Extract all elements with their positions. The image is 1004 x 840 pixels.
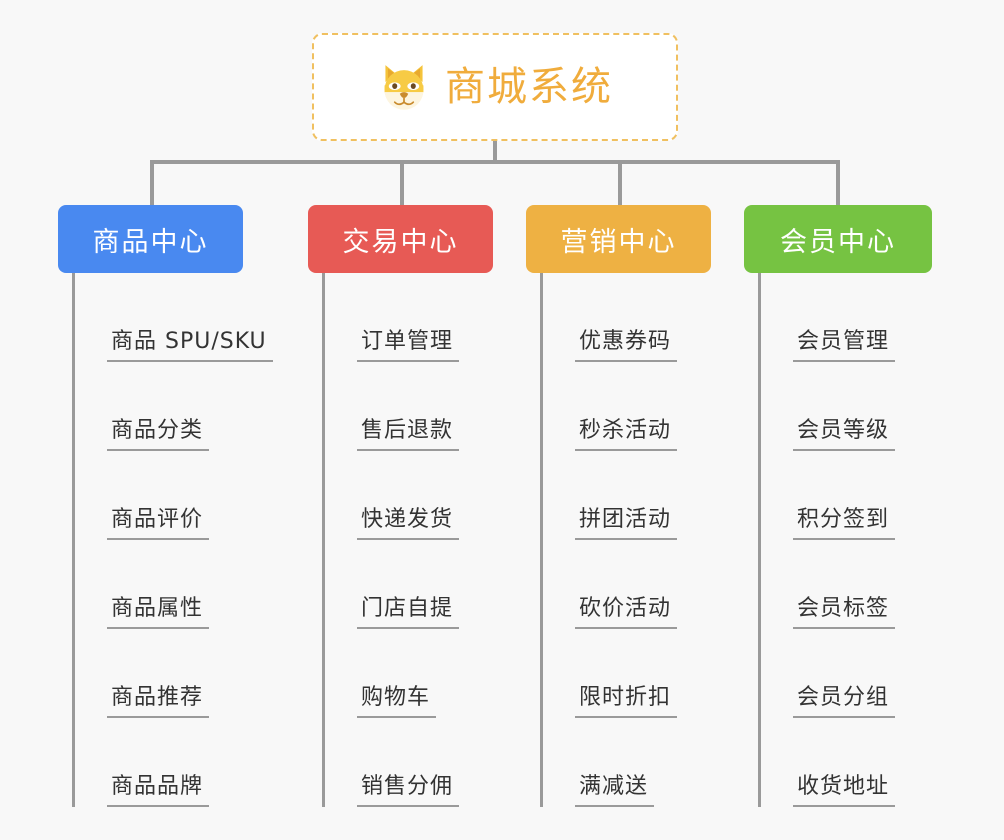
list-item[interactable]: 商品推荐 — [75, 629, 278, 718]
leaf-list-3: 优惠券码 秒杀活动 拼团活动 砍价活动 限时折扣 满减送 — [540, 273, 746, 807]
category-header-4[interactable]: 会员中心 — [744, 205, 932, 273]
leaf-label: 快递发货 — [357, 507, 460, 540]
leaf-label: 满减送 — [575, 774, 655, 807]
list-item[interactable]: 会员管理 — [761, 273, 964, 362]
leaf-label: 拼团活动 — [575, 507, 678, 540]
list-item[interactable]: 积分签到 — [761, 451, 964, 540]
list-item[interactable]: 购物车 — [325, 629, 528, 718]
list-item[interactable]: 会员等级 — [761, 362, 964, 451]
list-item[interactable]: 优惠券码 — [543, 273, 746, 362]
leaf-label: 优惠券码 — [575, 329, 678, 362]
list-item[interactable]: 砍价活动 — [543, 540, 746, 629]
connector-root-stem — [493, 141, 497, 163]
category-label-3: 营销中心 — [560, 226, 677, 258]
category-header-2[interactable]: 交易中心 — [308, 205, 493, 273]
root-title: 商城系统 — [445, 64, 613, 110]
list-item[interactable]: 拼团活动 — [543, 451, 746, 540]
list-item[interactable]: 商品品牌 — [75, 718, 278, 807]
connector-horizontal-bus — [150, 160, 840, 164]
leaf-label: 砍价活动 — [575, 596, 678, 629]
connector-drop-4 — [836, 160, 840, 205]
leaf-label: 销售分佣 — [357, 774, 460, 807]
leaf-label: 商品分类 — [107, 418, 210, 451]
leaf-label: 售后退款 — [357, 418, 460, 451]
list-item[interactable]: 秒杀活动 — [543, 362, 746, 451]
category-column-1: 商品中心 商品 SPU/SKU 商品分类 商品评价 商品属性 商品推荐 商品品牌 — [58, 205, 278, 807]
leaf-label: 购物车 — [357, 685, 437, 718]
leaf-label: 收货地址 — [793, 774, 896, 807]
leaf-label: 商品评价 — [107, 507, 210, 540]
category-label-4: 会员中心 — [780, 226, 896, 258]
leaf-list-1: 商品 SPU/SKU 商品分类 商品评价 商品属性 商品推荐 商品品牌 — [72, 273, 278, 807]
category-header-3[interactable]: 营销中心 — [526, 205, 711, 273]
list-item[interactable]: 商品属性 — [75, 540, 278, 629]
list-item[interactable]: 门店自提 — [325, 540, 528, 629]
leaf-label: 会员标签 — [793, 596, 896, 629]
list-item[interactable]: 会员标签 — [761, 540, 964, 629]
list-item[interactable]: 商品评价 — [75, 451, 278, 540]
category-label-1: 商品中心 — [92, 226, 209, 258]
leaf-list-4: 会员管理 会员等级 积分签到 会员标签 会员分组 收货地址 — [758, 273, 964, 807]
leaf-label: 秒杀活动 — [575, 418, 678, 451]
list-item[interactable]: 商品分类 — [75, 362, 278, 451]
category-header-1[interactable]: 商品中心 — [58, 205, 243, 273]
list-item[interactable]: 销售分佣 — [325, 718, 528, 807]
leaf-label: 商品 SPU/SKU — [107, 329, 273, 362]
list-item[interactable]: 售后退款 — [325, 362, 528, 451]
leaf-label: 限时折扣 — [575, 685, 678, 718]
category-label-2: 交易中心 — [342, 226, 459, 258]
category-column-2: 交易中心 订单管理 售后退款 快递发货 门店自提 购物车 销售分佣 — [308, 205, 528, 807]
connector-drop-1 — [150, 160, 154, 205]
list-item[interactable]: 收货地址 — [761, 718, 964, 807]
list-item[interactable]: 订单管理 — [325, 273, 528, 362]
category-column-3: 营销中心 优惠券码 秒杀活动 拼团活动 砍价活动 限时折扣 满减送 — [526, 205, 746, 807]
list-item[interactable]: 快递发货 — [325, 451, 528, 540]
leaf-label: 积分签到 — [793, 507, 896, 540]
list-item[interactable]: 会员分组 — [761, 629, 964, 718]
leaf-label: 门店自提 — [357, 596, 460, 629]
category-column-4: 会员中心 会员管理 会员等级 积分签到 会员标签 会员分组 收货地址 — [744, 205, 964, 807]
list-item[interactable]: 满减送 — [543, 718, 746, 807]
leaf-label: 商品品牌 — [107, 774, 210, 807]
leaf-list-2: 订单管理 售后退款 快递发货 门店自提 购物车 销售分佣 — [322, 273, 528, 807]
leaf-label: 会员等级 — [793, 418, 896, 451]
leaf-label: 商品属性 — [107, 596, 210, 629]
root-node[interactable]: 商城系统 — [312, 33, 678, 141]
leaf-label: 会员分组 — [793, 685, 896, 718]
leaf-label: 会员管理 — [793, 329, 896, 362]
list-item[interactable]: 限时折扣 — [543, 629, 746, 718]
leaf-label: 商品推荐 — [107, 685, 210, 718]
connector-drop-3 — [618, 160, 622, 205]
leaf-label: 订单管理 — [357, 329, 460, 362]
list-item[interactable]: 商品 SPU/SKU — [75, 273, 278, 362]
shiba-dog-face-icon — [384, 65, 424, 110]
connector-drop-2 — [400, 160, 404, 205]
